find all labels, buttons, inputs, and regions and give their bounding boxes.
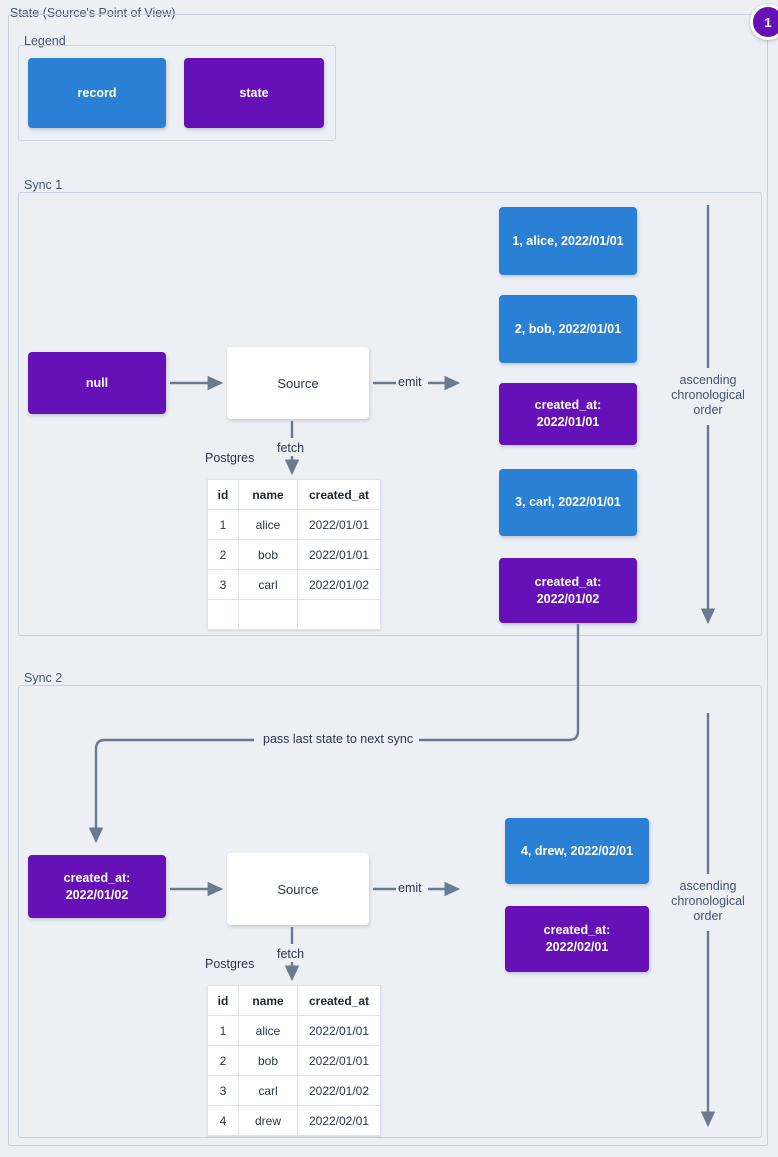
table-header-row: id name created_at xyxy=(207,985,381,1016)
table-header-row: id name created_at xyxy=(207,479,381,510)
cell-created-at: 2022/01/02 xyxy=(297,569,381,600)
sync1-order-label: ascending chronological order xyxy=(658,373,758,418)
cell-name: drew xyxy=(238,1105,298,1136)
cell-created-at: 2022/02/01 xyxy=(297,1105,381,1136)
table-row: 1 alice 2022/01/01 xyxy=(207,509,381,540)
sync1-message-record-3: 3, carl, 2022/01/01 xyxy=(499,469,637,536)
cell-created-at: 2022/01/01 xyxy=(297,539,381,570)
legend-swatch-record: record xyxy=(28,58,166,128)
sync2-db-label: Postgres xyxy=(205,957,255,971)
state-value: 2022/02/01 xyxy=(545,940,609,954)
legend-swatch-state: state xyxy=(184,58,324,128)
state-key: created_at: xyxy=(534,398,602,412)
cell-name: carl xyxy=(238,569,298,600)
col-created-at: created_at xyxy=(297,985,381,1016)
state-key: created_at: xyxy=(63,870,131,885)
sync2-message-state-1: created_at: 2022/02/01 xyxy=(505,906,649,972)
sync1-label: Sync 1 xyxy=(20,178,67,192)
order-line-3: order xyxy=(693,909,723,923)
sync2-label: Sync 2 xyxy=(20,671,67,685)
sync1-message-state-2: created_at: 2022/01/02 xyxy=(499,558,637,623)
state-value: 2022/01/01 xyxy=(536,415,600,429)
state-key: created_at: xyxy=(534,574,602,589)
state-value: 2022/01/02 xyxy=(65,887,129,902)
order-line-3: order xyxy=(693,403,723,417)
col-created-at: created_at xyxy=(297,479,381,510)
cell-id: 1 xyxy=(207,509,239,540)
cell-created-at: 2022/01/01 xyxy=(297,509,381,540)
order-line-1: ascending xyxy=(679,879,737,893)
sync2-source-node: Source xyxy=(227,853,369,925)
legend-label: Legend xyxy=(20,34,70,48)
sync2-fetch-label: fetch xyxy=(277,947,305,961)
sync1-frame xyxy=(18,192,762,636)
sync1-db-label: Postgres xyxy=(205,451,255,465)
cell-name: alice xyxy=(238,509,298,540)
sync1-fetch-label: fetch xyxy=(277,441,305,455)
cell-id xyxy=(207,599,239,630)
cell-id: 3 xyxy=(207,569,239,600)
sync1-message-state-1: created_at: 2022/01/01 xyxy=(499,383,637,445)
col-name: name xyxy=(238,479,298,510)
col-name: name xyxy=(238,985,298,1016)
page-title: State (Source's Point of View) xyxy=(6,6,180,20)
order-line-2: chronological xyxy=(671,894,745,908)
sync2-message-record-1: 4, drew, 2022/02/01 xyxy=(505,818,649,884)
col-id: id xyxy=(207,479,239,510)
legend-frame xyxy=(18,45,336,141)
sync1-emit-label: emit xyxy=(398,375,422,389)
cell-name: bob xyxy=(238,539,298,570)
table-row: 3 carl 2022/01/02 xyxy=(207,1075,381,1106)
cell-id: 3 xyxy=(207,1075,239,1106)
order-line-2: chronological xyxy=(671,388,745,402)
sync2-emit-label: emit xyxy=(398,881,422,895)
table-row: 1 alice 2022/01/01 xyxy=(207,1015,381,1046)
table-row: 3 carl 2022/01/02 xyxy=(207,569,381,600)
sync1-source-node: Source xyxy=(227,347,369,419)
table-row: 2 bob 2022/01/01 xyxy=(207,1045,381,1076)
cell-id: 1 xyxy=(207,1015,239,1046)
cell-created-at: 2022/01/02 xyxy=(297,1075,381,1106)
order-line-1: ascending xyxy=(679,373,737,387)
sync1-input-state: null xyxy=(28,352,166,414)
cell-created-at: 2022/01/01 xyxy=(297,1045,381,1076)
sync2-order-label: ascending chronological order xyxy=(658,879,758,924)
sync1-message-record-2: 2, bob, 2022/01/01 xyxy=(499,295,637,363)
state-value: 2022/01/02 xyxy=(536,591,600,606)
sync2-postgres-table: id name created_at 1 alice 2022/01/01 2 … xyxy=(207,985,381,1136)
cell-created-at: 2022/01/01 xyxy=(297,1015,381,1046)
cell-name: bob xyxy=(238,1045,298,1076)
sync2-input-state: created_at: 2022/01/02 xyxy=(28,855,166,918)
cell-id: 2 xyxy=(207,1045,239,1076)
cell-name xyxy=(238,599,298,630)
cell-id: 4 xyxy=(207,1105,239,1136)
sync1-message-record-1: 1, alice, 2022/01/01 xyxy=(499,207,637,275)
sync1-postgres-table: id name created_at 1 alice 2022/01/01 2 … xyxy=(207,479,381,630)
table-row: 2 bob 2022/01/01 xyxy=(207,539,381,570)
sync2-pass-state-label: pass last state to next sync xyxy=(258,732,419,747)
outer-frame xyxy=(8,14,768,1146)
state-key: created_at: xyxy=(543,923,611,937)
cell-name: alice xyxy=(238,1015,298,1046)
table-row xyxy=(207,599,381,630)
table-row: 4 drew 2022/02/01 xyxy=(207,1105,381,1136)
cell-name: carl xyxy=(238,1075,298,1106)
col-id: id xyxy=(207,985,239,1016)
step-badge: 1 xyxy=(750,4,778,40)
cell-id: 2 xyxy=(207,539,239,570)
cell-created-at xyxy=(297,599,381,630)
